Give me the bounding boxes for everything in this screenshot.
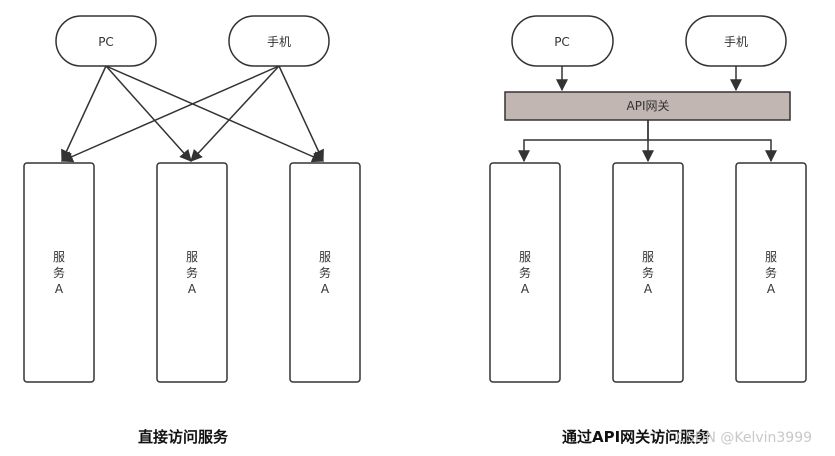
right-client-mobile-label: 手机 [724,35,748,49]
arrow-pc-to-service-3 [105,65,325,163]
left-service-3-label-line2: 务 [319,265,331,280]
right-client-pc-label: PC [554,35,570,49]
arrow-mobile-to-service-3 [278,65,324,163]
right-diagram: PC 手机 API网关 服 务 A 服 务 A [489,15,807,383]
right-service-3-label-line2: 务 [765,265,777,280]
left-client-mobile-label: 手机 [267,35,291,49]
right-service-3: 服 务 A [735,162,807,383]
left-service-2-label-line2: 务 [186,265,198,280]
arrow-mobile-to-service-1 [60,65,280,163]
left-service-1-label-line2: 务 [53,265,65,280]
left-service-1-label-line1: 服 [53,250,65,264]
arrow-pc-to-service-2 [105,65,192,162]
right-client-arrows [556,66,742,92]
left-service-3-label-line3: A [321,282,330,296]
right-service-2-label-line2: 务 [642,265,654,280]
left-service-3: 服 务 A [289,162,361,383]
arrow-gateway-to-service-1 [518,120,649,163]
api-gateway: API网关 [504,91,791,121]
right-service-1: 服 务 A [489,162,561,383]
left-service-3-label-line1: 服 [319,250,331,264]
left-service-1: 服 务 A [23,162,95,383]
arrow-pc-to-service-1 [61,65,107,163]
right-service-1-label-line3: A [521,282,530,296]
right-client-pc: PC [511,15,614,67]
left-diagram: PC 手机 服 务 A 服 务 A 服 [23,15,361,383]
right-service-2-label-line3: A [644,282,653,296]
arrow-mobile-to-service-2 [190,65,280,162]
left-service-2-label-line3: A [188,282,197,296]
left-service-1-label-line3: A [55,282,64,296]
left-service-2-label-line1: 服 [186,250,198,264]
left-arrows [60,65,325,163]
gateway-arrows [518,120,777,163]
right-service-3-label-line1: 服 [765,250,777,264]
right-service-2: 服 务 A [612,162,684,383]
right-service-3-label-line3: A [767,282,776,296]
left-service-2: 服 务 A [156,162,228,383]
right-client-mobile: 手机 [685,15,787,67]
left-diagram-caption: 直接访问服务 [138,428,229,446]
right-service-1-label-line1: 服 [519,250,531,264]
left-client-pc: PC [55,15,157,67]
left-client-mobile: 手机 [228,15,330,67]
watermark: CSDN @Kelvin3999 [676,430,813,446]
arrow-gateway-to-service-3 [648,139,777,163]
right-service-1-label-line2: 务 [519,265,531,280]
right-service-2-label-line1: 服 [642,250,654,264]
right-diagram-caption: 通过API网关访问服务 [562,428,711,446]
api-gateway-label: API网关 [627,99,670,113]
left-client-pc-label: PC [98,35,114,49]
